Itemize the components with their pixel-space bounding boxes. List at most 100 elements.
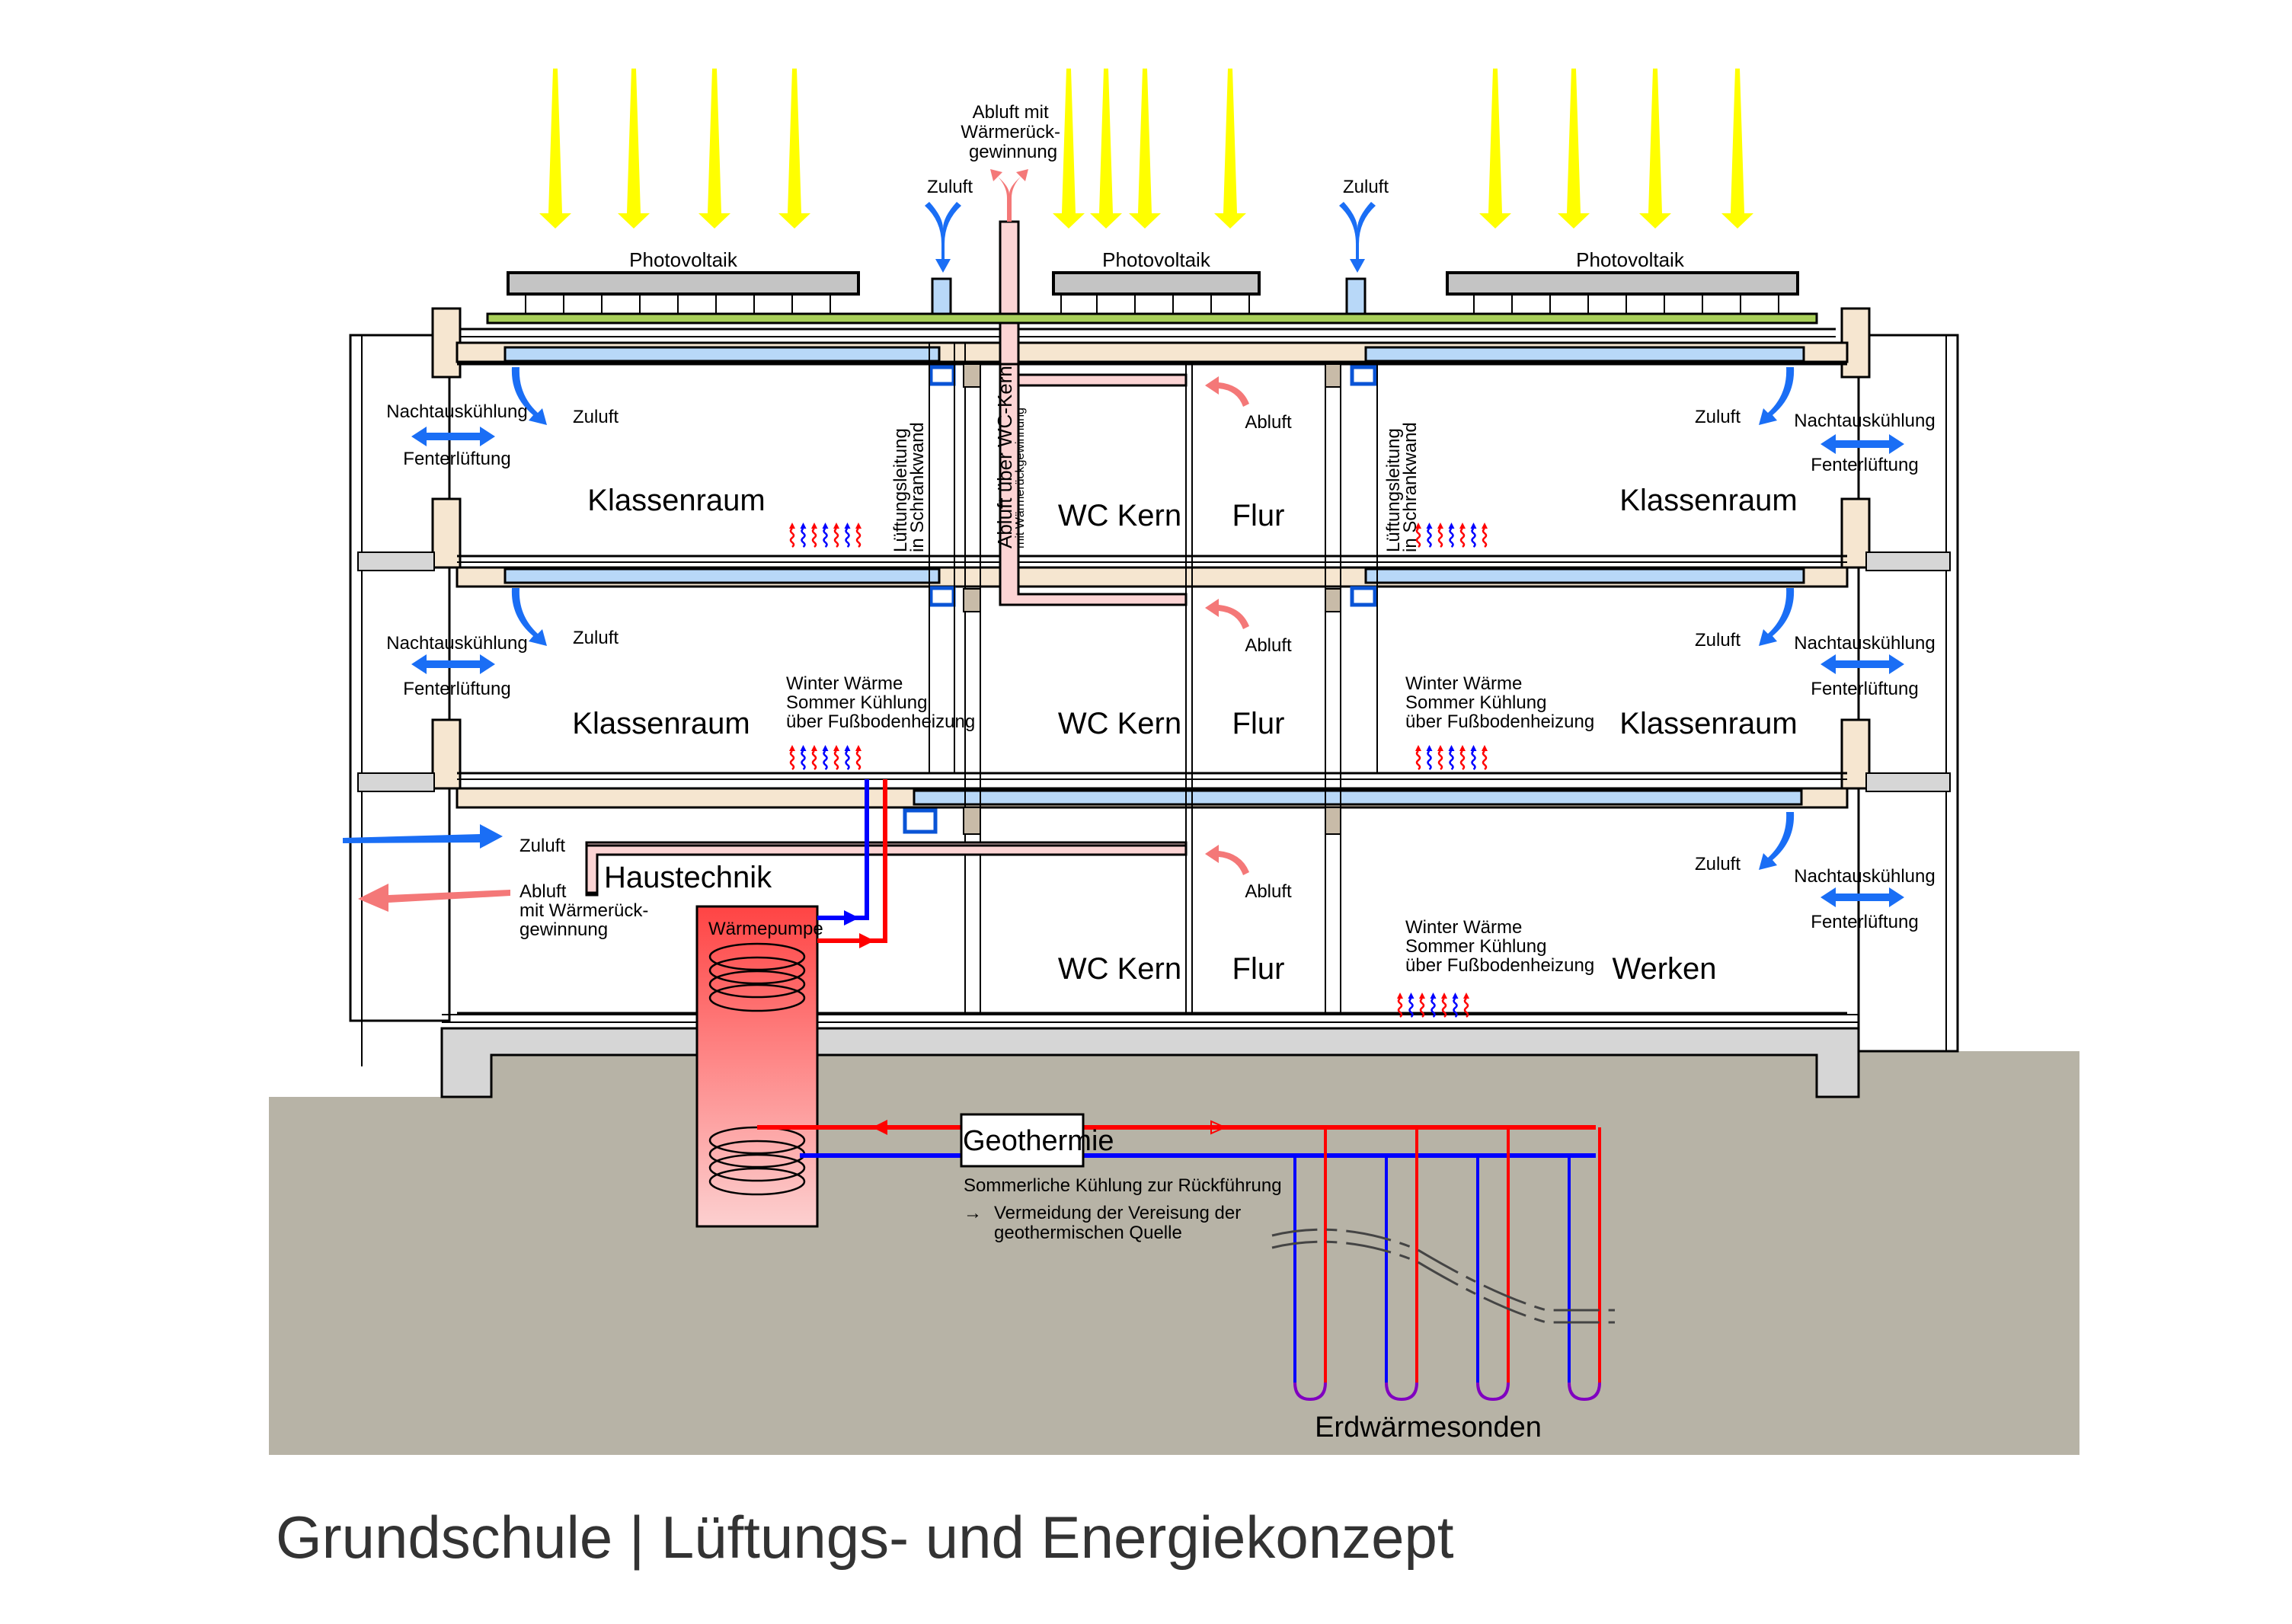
room-upper-wc: WC Kern [1058, 499, 1181, 532]
roof-zuluft-right-label: Zuluft [1343, 177, 1389, 197]
sun-arrow-icon [778, 69, 810, 229]
night-cooling-ground-right: Nachtauskühlung [1794, 866, 1935, 887]
floor-heating-note-middle-right: Winter Wärme Sommer Kühlung über Fußbode… [1405, 673, 1594, 732]
room-middle-flur: Flur [1232, 707, 1285, 740]
roof-zuluft-left-label: Zuluft [927, 177, 973, 197]
roof-intake-left [931, 277, 952, 315]
heat-wave-arrow-icon [1448, 745, 1455, 770]
night-cooling-middle-right: Nachtauskühlung [1794, 633, 1935, 654]
heat-wave-arrow-icon [800, 745, 807, 770]
heat-wave-arrow-icon [1397, 993, 1403, 1018]
heat-wave-arrow-icon [1470, 523, 1477, 548]
floor-heating-indicators [789, 523, 1488, 1018]
heat-wave-arrow-icon [1482, 745, 1488, 770]
sun-arrow-icon [1214, 69, 1246, 229]
heat-wave-arrow-icon [855, 523, 861, 548]
probe-u-bend [1476, 1382, 1510, 1402]
room-middle-wc: WC Kern [1058, 707, 1181, 740]
heat-wave-arrow-icon [1448, 523, 1455, 548]
geothermal-loop [757, 1120, 1596, 1158]
sun-arrow-icon [1558, 69, 1590, 229]
geothermal-note-line3: geothermischen Quelle [994, 1223, 1182, 1243]
heat-wave-arrow-icon [1437, 523, 1443, 548]
heat-wave-arrow-icon [1437, 745, 1443, 770]
supply-vent [929, 365, 956, 386]
room-middle-right: Klassenraum [1619, 707, 1797, 740]
probe-u-bend [1568, 1382, 1601, 1402]
heat-wave-arrow-icon [1482, 523, 1488, 548]
slab-upper [457, 341, 1847, 366]
roof-abluft-label: Abluft mit Wärmerück- gewinnung [961, 102, 1065, 162]
room-upper-flur: Flur [1232, 499, 1285, 532]
heat-wave-arrow-icon [1470, 745, 1477, 770]
probe-u-bend [1293, 1382, 1327, 1402]
sun-arrow-icon [539, 69, 571, 229]
heat-wave-arrow-icon [855, 745, 861, 770]
zuluft-upper-left: Zuluft [573, 407, 619, 427]
heat-wave-arrow-icon [1415, 745, 1421, 770]
floor-heating-note-ground-right: Winter Wärme Sommer Kühlung über Fußbode… [1405, 917, 1594, 976]
night-cooling-upper-left: Nachtauskühlung [386, 401, 527, 422]
geothermal-note-line1: Sommerliche Kühlung zur Rückführung [964, 1175, 1282, 1196]
double-arrow-icon [411, 654, 495, 674]
heat-wave-arrow-icon [789, 745, 795, 770]
coil-icon [708, 942, 806, 1012]
exhaust-air-arrow-icon [1205, 599, 1249, 629]
sun-arrow-icon [698, 69, 730, 229]
pv-panel-right [1446, 271, 1799, 314]
zuluft-middle-right: Zuluft [1695, 630, 1741, 651]
exhaust-air-arrow-icon [1205, 376, 1249, 407]
probe-u-bend [1385, 1382, 1418, 1402]
heat-wave-arrow-icon [1426, 523, 1433, 548]
heat-wave-arrow-icon [1452, 993, 1459, 1018]
room-upper-right: Klassenraum [1619, 484, 1797, 517]
supply-air-arrow-icon [925, 202, 961, 273]
zuluft-ground-right: Zuluft [1695, 854, 1741, 874]
room-ground-flur: Flur [1232, 952, 1285, 986]
supply-air-arrow-icon [1759, 588, 1795, 646]
heat-pump-tank [695, 905, 819, 1228]
supply-air-arrow-icon [511, 367, 547, 425]
zuluft-ground-left: Zuluft [519, 836, 565, 856]
sun-arrow-icon [1639, 69, 1671, 229]
roof-exhaust-stack [999, 220, 1020, 315]
heat-wave-arrow-icon [844, 745, 851, 770]
probes-label: Erdwärmesonden [1315, 1411, 1542, 1443]
roof-intake-right [1345, 277, 1367, 315]
heat-wave-arrow-icon [1463, 993, 1469, 1018]
exhaust-air-arrow-icon [990, 169, 1028, 222]
probe-1 [1293, 1127, 1327, 1402]
heat-wave-arrow-icon [833, 745, 839, 770]
abluft-middle: Abluft [1245, 635, 1292, 656]
window-vent-ground-right: Fenterlüftung [1811, 912, 1918, 932]
heat-wave-arrow-icon [1408, 993, 1415, 1018]
pv-panel-center [1052, 271, 1261, 314]
exhaust-duct-haustechnik [585, 844, 1188, 894]
sun-arrow-icon [1129, 69, 1161, 229]
supply-vent [1350, 365, 1377, 386]
cold-supply-pipe [817, 779, 869, 920]
geothermal-probes [1293, 1127, 1601, 1402]
sun-arrow-icon [618, 69, 650, 229]
abluft-upper: Abluft [1245, 412, 1292, 433]
sun-arrow-icon [1053, 69, 1085, 229]
double-arrow-icon [411, 427, 495, 446]
supply-air-arrow-icon [1759, 812, 1795, 870]
heat-wave-arrow-icon [789, 523, 795, 548]
sun-arrow-icon [1090, 69, 1122, 229]
floor-heating-note-middle-left: Winter Wärme Sommer Kühlung über Fußbode… [786, 673, 975, 732]
flow-arrow-icon [872, 1120, 887, 1135]
heat-wave-arrow-icon [800, 523, 807, 548]
duct-label-right: Lüftungsleitungin Schrankwand [1383, 422, 1421, 552]
double-arrow-icon [1820, 654, 1904, 674]
room-middle-left: Klassenraum [572, 707, 750, 740]
heat-wave-arrow-icon [822, 523, 829, 548]
night-cooling-upper-right: Nachtauskühlung [1794, 411, 1935, 431]
heat-wave-arrow-icon [844, 523, 851, 548]
sun-rays [539, 69, 1753, 229]
supply-vent [929, 586, 956, 607]
supply-air-arrow-icon [1339, 202, 1376, 273]
heat-wave-arrow-icon [1459, 523, 1466, 548]
room-ground-wc: WC Kern [1058, 952, 1181, 986]
probe-3 [1476, 1127, 1510, 1402]
